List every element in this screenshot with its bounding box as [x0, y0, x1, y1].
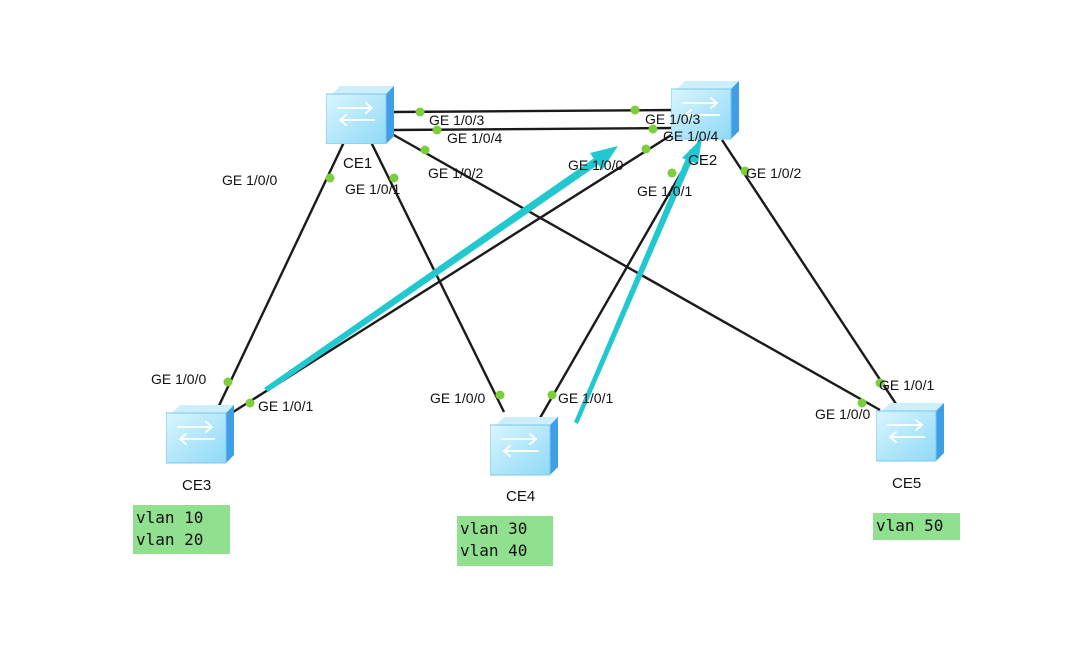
port-dot	[415, 107, 425, 117]
port-dot	[857, 398, 867, 408]
port-dot	[432, 125, 442, 135]
vlan-entry: vlan 10	[136, 508, 204, 527]
link-ce1-ce3	[214, 139, 347, 413]
port-label: GE 1/0/1	[879, 377, 934, 393]
port-label: GE 1/0/2	[428, 165, 483, 181]
port-dot	[740, 166, 750, 176]
device-label-ce5: CE5	[892, 475, 921, 492]
link-ce2-ce3	[229, 130, 677, 416]
link-ce2-ce4	[538, 139, 702, 419]
device-label-ce1: CE1	[343, 155, 372, 172]
port-label: GE 1/0/3	[645, 111, 700, 127]
port-dot	[245, 398, 255, 408]
device-label-ce2: CE2	[688, 152, 717, 169]
port-dot	[223, 377, 233, 387]
vlan-entry: vlan 50	[876, 516, 944, 535]
device-label-ce4: CE4	[506, 488, 535, 505]
switch-icon[interactable]	[490, 415, 558, 476]
device-labels: CE1 CE2 CE3 CE4 CE5	[182, 152, 921, 505]
link-ce2-ce5	[720, 139, 902, 411]
port-label: GE 1/0/0	[430, 390, 485, 406]
arrow-ce4-to-ce2	[574, 138, 702, 424]
port-label: GE 1/0/2	[746, 165, 801, 181]
traffic-arrows	[264, 138, 702, 424]
port-label: GE 1/0/0	[222, 172, 277, 188]
vlan-entry: vlan 40	[460, 541, 528, 560]
port-dot	[325, 173, 335, 183]
port-label: GE 1/0/3	[429, 112, 484, 128]
port-label: GE 1/0/0	[815, 406, 870, 422]
vlan-box-ce5: vlan 50	[873, 513, 960, 540]
port-dot	[875, 378, 885, 388]
port-labels: GE 1/0/3 GE 1/0/3 GE 1/0/4 GE 1/0/4 GE 1…	[151, 111, 934, 422]
port-dot	[420, 145, 430, 155]
port-dot	[630, 105, 640, 115]
port-dot	[641, 144, 651, 154]
port-label: GE 1/0/1	[558, 390, 613, 406]
port-dot	[389, 173, 399, 183]
port-label: GE 1/0/0	[568, 157, 623, 173]
port-dots	[223, 105, 885, 408]
vlan-entry: vlan 20	[136, 530, 204, 549]
port-label: GE 1/0/0	[151, 371, 206, 387]
port-label: GE 1/0/4	[447, 130, 502, 146]
device-label-ce3: CE3	[182, 477, 211, 494]
vlan-entry: vlan 30	[460, 519, 528, 538]
switch-icon[interactable]	[876, 401, 944, 462]
vlan-box-ce3: vlan 10 vlan 20	[133, 505, 230, 554]
port-label: GE 1/0/1	[345, 181, 400, 197]
links-layer	[214, 108, 902, 419]
vlan-box-ce4: vlan 30 vlan 40	[457, 516, 553, 566]
port-label: GE 1/0/1	[258, 398, 313, 414]
port-dot	[667, 168, 677, 178]
port-dot	[547, 390, 557, 400]
port-label: GE 1/0/1	[637, 183, 692, 199]
port-label: GE 1/0/4	[663, 128, 718, 144]
switch-icon[interactable]	[326, 85, 394, 144]
arrow-ce3-to-ce2	[264, 146, 618, 392]
port-dot	[648, 124, 658, 134]
link-ce1-ce5	[391, 132, 881, 412]
switch-icon[interactable]	[166, 403, 234, 464]
link-ce1-ce2-ge103	[391, 108, 677, 114]
port-dot	[495, 390, 505, 400]
link-ce1-ce4	[368, 139, 506, 413]
